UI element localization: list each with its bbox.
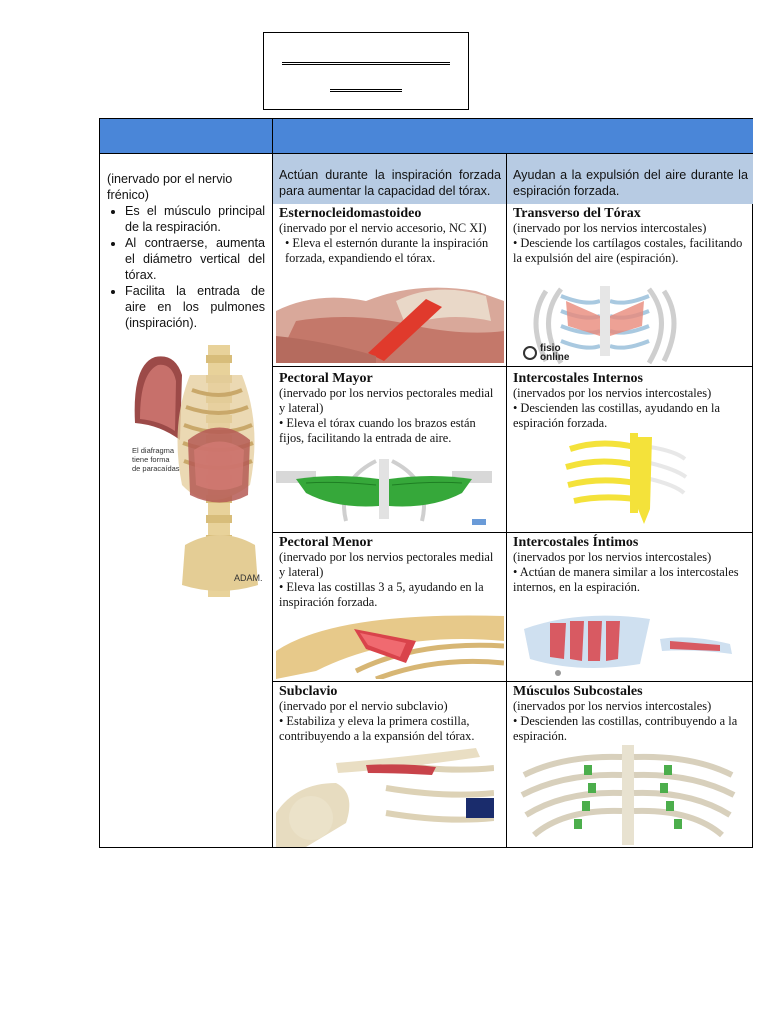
subclavio-image [276, 743, 494, 847]
muscle-nerve: (inervado por el nervio accesorio, NC XI… [279, 221, 487, 235]
muscle-name: Intercostales Internos [513, 371, 644, 386]
muscle-name: Transverso del Tórax [513, 206, 641, 221]
muscle-description: • Desciende los cartílagos costales, fac… [513, 236, 743, 265]
expiration-header: Ayudan a la expulsión del aire durante l… [507, 154, 753, 204]
diaphragm-image: El diafragma tiene forma de paracaídas A… [130, 345, 267, 597]
muscle-name: Pectoral Mayor [279, 371, 373, 386]
muscle-name: Esternocleidomastoideo [279, 206, 422, 221]
muscle-description: • Descienden las costillas, contribuyend… [513, 714, 738, 743]
table-header-right [272, 119, 753, 153]
muscle-name: Subclavio [279, 684, 338, 699]
cell-esternocleidomastoideo: Esternocleidomastoideo (inervado por el … [273, 204, 506, 266]
muscle-description: • Estabiliza y eleva la primera costilla… [279, 714, 475, 743]
muscle-name: Pectoral Menor [279, 535, 373, 550]
diaphragm-bullet: Al contraerse, aumenta el diámetro verti… [125, 235, 265, 283]
intercostales-internos-image [560, 429, 690, 529]
muscle-nerve: (inervado por los nervios intercostales) [513, 221, 707, 235]
pectoral-mayor-image [276, 451, 492, 529]
diaphragm-bullet: Es el músculo principal de la respiració… [125, 203, 265, 235]
subtitle-underline [330, 89, 402, 92]
cell-intercostales-intimos: Intercostales Íntimos (inervados por los… [507, 533, 753, 595]
muscle-description: • Descienden las costillas, ayudando en … [513, 401, 720, 430]
cell-pectoral-menor: Pectoral Menor (inervado por los nervios… [273, 533, 506, 610]
adam-watermark: ADAM. [234, 573, 263, 583]
cell-subcostales: Músculos Subcostales (inervados por los … [507, 682, 753, 744]
cell-intercostales-internos: Intercostales Internos (inervados por lo… [507, 369, 753, 431]
subcostales-image [514, 745, 742, 845]
cell-pectoral-mayor: Pectoral Mayor (inervado por los nervios… [273, 369, 506, 446]
table-header-left [100, 119, 273, 153]
muscles-table: Actúan durante la inspiración forzada pa… [99, 118, 753, 848]
muscle-description: • Actúan de manera similar a los interco… [513, 565, 739, 594]
muscle-name: Intercostales Íntimos [513, 535, 639, 550]
muscle-description: • Eleva las costillas 3 a 5, ayudando en… [279, 580, 484, 609]
intercostales-intimos-image [510, 609, 752, 679]
title-underline [282, 62, 450, 65]
muscle-nerve: (inervado por el nervio subclavio) [279, 699, 448, 713]
cell-transverso-torax: Transverso del Tórax (inervado por los n… [507, 204, 753, 266]
muscle-nerve: (inervados por los nervios intercostales… [513, 699, 712, 713]
cell-subclavio: Subclavio (inervado por el nervio subcla… [273, 682, 506, 744]
muscle-description: • Eleva el esternón durante la inspiraci… [285, 236, 489, 265]
muscle-nerve: (inervado por los nervios pectorales med… [279, 550, 494, 579]
esternocleidomastoideo-image [276, 281, 504, 363]
pectoral-menor-image [276, 611, 504, 679]
diaphragm-description: (inervado por el nervio frénico) Es el m… [105, 171, 265, 331]
muscle-nerve: (inervados por los nervios intercostales… [513, 550, 712, 564]
inspiration-header: Actúan durante la inspiración forzada pa… [273, 154, 506, 204]
diaphragm-caption: El diafragma tiene forma de paracaídas [132, 446, 180, 473]
diaphragm-intro: (inervado por el nervio frénico) [107, 172, 233, 202]
muscle-nerve: (inervados por los nervios intercostales… [513, 386, 712, 400]
muscle-name: Músculos Subcostales [513, 684, 643, 699]
diaphragm-bullet: Facilita la entrada de aire en los pulmo… [125, 283, 265, 331]
title-box [263, 32, 469, 110]
muscle-nerve: (inervado por los nervios pectorales med… [279, 386, 494, 415]
muscle-description: • Eleva el tórax cuando los brazos están… [279, 416, 476, 445]
